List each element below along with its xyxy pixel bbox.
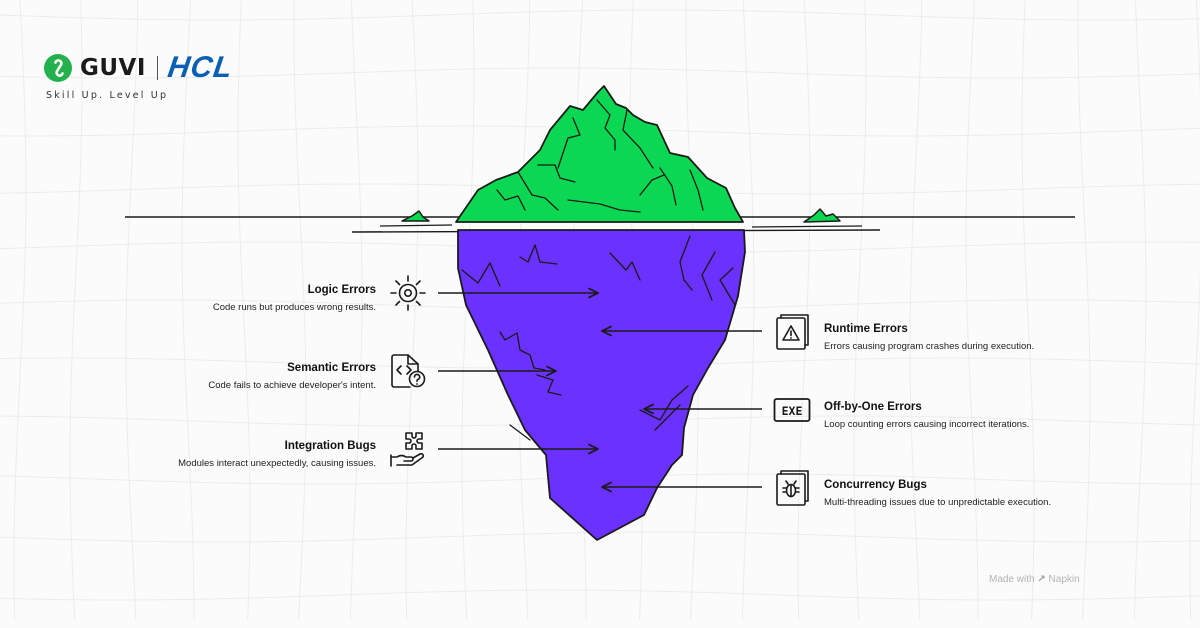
warning-document-icon <box>776 314 809 350</box>
made-with-credit: Made with ↗ Napkin <box>989 574 1080 585</box>
grid-line <box>125 0 139 621</box>
napkin-icon: ↗ <box>1037 574 1046 585</box>
label-offbyone-errors: Off-by-One Errors Loop counting errors c… <box>824 400 1154 431</box>
offbyone-errors-desc: Loop counting errors causing incorrect i… <box>824 419 1030 430</box>
grid-line <box>1189 0 1200 621</box>
water-ripple <box>379 224 863 228</box>
grid-line <box>405 0 419 621</box>
puzzle-hand-icon <box>390 432 425 467</box>
grid-line <box>909 0 923 621</box>
concurrency-bugs-title: Concurrency Bugs <box>824 479 927 491</box>
credit-prefix: Made with <box>989 574 1035 585</box>
iceberg-tip-cracks <box>496 99 704 213</box>
iceberg-body <box>457 229 746 541</box>
grid-line <box>293 0 307 621</box>
grid-line <box>237 0 251 621</box>
small-iceberg-right <box>803 208 841 223</box>
grid-line <box>797 0 811 621</box>
exe-icon: EXE <box>773 398 811 422</box>
grid-line <box>69 0 83 621</box>
grid-line <box>0 589 1200 601</box>
grid-line <box>181 0 195 621</box>
guvi-logo-icon <box>44 54 72 82</box>
grid-line <box>965 0 979 620</box>
integration-bugs-desc: Modules interact unexpectedly, causing i… <box>178 458 376 469</box>
grid-line <box>1077 0 1091 621</box>
brand-name: GUVI <box>80 55 146 81</box>
brand-logo: GUVI HCL Skill Up. Level Up <box>44 51 235 101</box>
label-concurrency-bugs: Concurrency Bugs Multi-threading issues … <box>824 478 1154 509</box>
code-question-icon <box>391 354 426 388</box>
grid-line <box>461 0 475 621</box>
label-integration-bugs: Integration Bugs Modules interact unexpe… <box>46 439 376 470</box>
runtime-errors-desc: Errors causing program crashes during ex… <box>824 341 1035 352</box>
grid-line <box>0 67 1200 79</box>
sun-gear-icon <box>390 275 426 311</box>
connector-arrows <box>438 287 762 493</box>
integration-bugs-title: Integration Bugs <box>284 440 376 452</box>
semantic-errors-desc: Code fails to achieve developer's intent… <box>208 380 376 391</box>
concurrency-bugs-desc: Multi-threading issues due to unpredicta… <box>824 497 1052 508</box>
semantic-errors-title: Semantic Errors <box>287 362 376 374</box>
logic-errors-desc: Code runs but produces wrong results. <box>212 302 376 313</box>
bug-document-icon <box>776 470 809 506</box>
offbyone-errors-title: Off-by-One Errors <box>824 401 922 413</box>
grid-line <box>0 9 1200 21</box>
label-runtime-errors: Runtime Errors Errors causing program cr… <box>824 322 1154 353</box>
grid-line <box>13 0 27 621</box>
label-semantic-errors: Semantic Errors Code fails to achieve de… <box>46 361 376 392</box>
logic-errors-title: Logic Errors <box>307 284 376 296</box>
grid-line <box>350 0 363 621</box>
brand-tagline: Skill Up. Level Up <box>46 90 169 101</box>
label-logic-errors: Logic Errors Code runs but produces wron… <box>46 283 376 314</box>
grid-line <box>853 0 867 621</box>
small-iceberg-left <box>401 210 430 222</box>
grid-line <box>1021 0 1035 621</box>
grid-line <box>742 0 755 621</box>
runtime-errors-title: Runtime Errors <box>824 323 908 335</box>
exe-label: EXE <box>782 404 803 418</box>
logo-separator <box>156 56 158 80</box>
iceberg-tip <box>455 85 744 223</box>
grid-line <box>1134 0 1147 621</box>
credit-tool: Napkin <box>1048 574 1080 585</box>
